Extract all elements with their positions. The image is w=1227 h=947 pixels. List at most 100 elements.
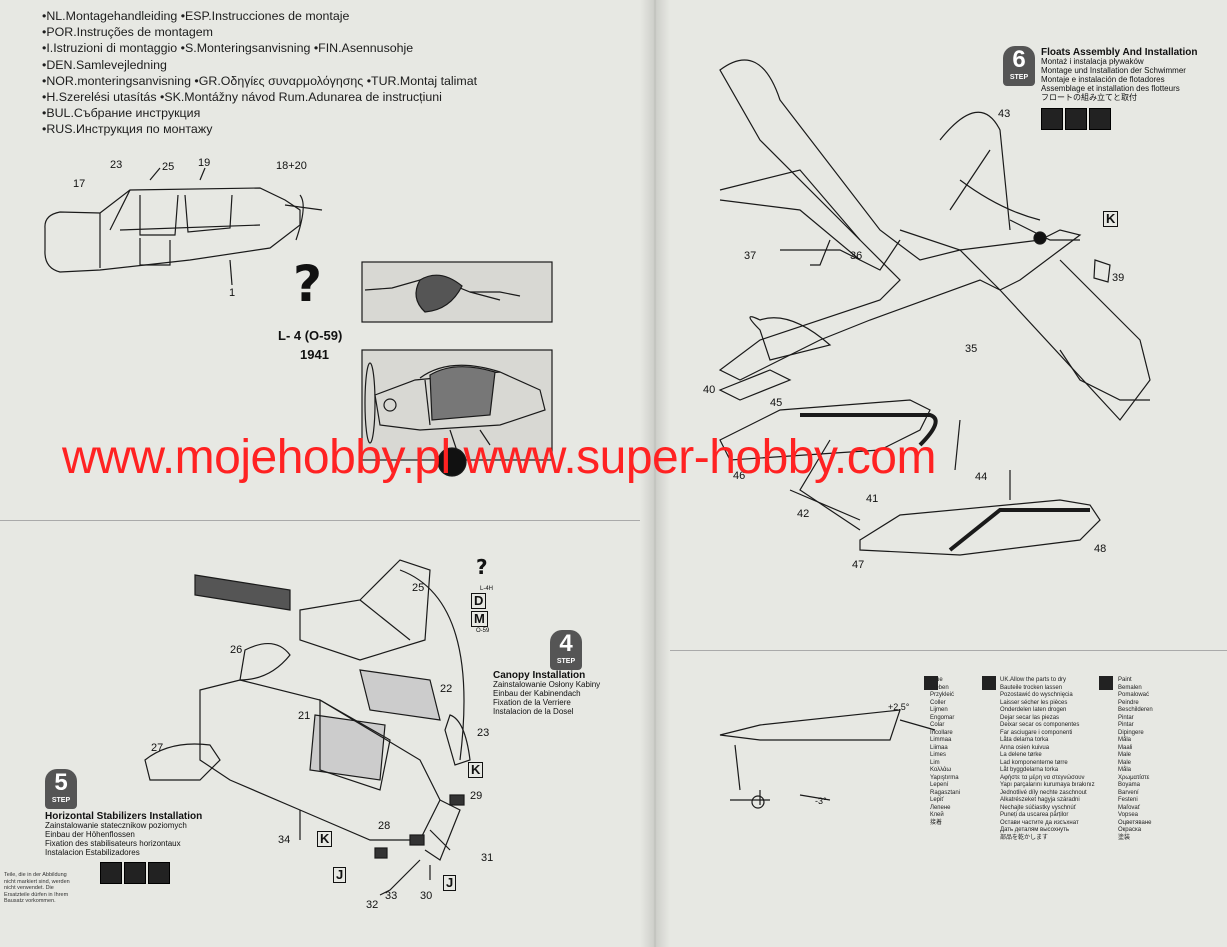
legend-text: Limes <box>930 752 947 758</box>
lang-nor: •NOR.monteringsanvisning <box>42 73 191 88</box>
part-label: 34 <box>278 834 291 846</box>
legend-text: Dipingere <box>1118 729 1144 736</box>
title-en: Canopy Installation <box>493 670 586 681</box>
legend-text: Vopsea <box>1118 812 1139 818</box>
legend-text: Лепене <box>930 804 951 811</box>
title-de: Einbau der Höhenflossen <box>45 830 135 839</box>
variant-label: L- 4 (O-59) <box>278 328 343 343</box>
legend-text: Yapı parçalarını kurumaya bırakınız <box>1000 782 1095 788</box>
legend-text: Puneți da uscarea părților <box>1000 812 1069 818</box>
divider-left <box>0 520 640 521</box>
part-label: 17 <box>73 178 86 190</box>
title-en: Floats Assembly And Installation <box>1041 47 1198 58</box>
part-label: 19 <box>198 157 211 169</box>
legend-text: Coller <box>930 699 946 706</box>
legend-text: Far asciugare i componenti <box>1000 729 1073 736</box>
legend-text: Maali <box>1118 744 1133 751</box>
legend-text: Yapıştırma <box>930 774 959 781</box>
fuselage-side-drawing <box>44 167 323 286</box>
title-pl: Zainstalowanie statecznikow poziomych <box>45 821 187 830</box>
part-label: 30 <box>420 890 433 902</box>
legend-text: Остави частите да изсъхнат <box>1000 819 1079 826</box>
step5-icons <box>100 862 170 884</box>
legend-glue: Glue Kleben Przykleić Coller Lijmen Engo… <box>930 677 960 827</box>
title-fr: Fixation de la Verriere <box>493 698 571 707</box>
part-label: 39 <box>1112 272 1125 284</box>
legend-text: Pintar <box>1118 714 1134 721</box>
step6-plane-drawing <box>718 59 1151 556</box>
legend-text: Boyama <box>1118 782 1141 788</box>
part-label: 33 <box>385 890 398 902</box>
decal-tag: K <box>468 762 484 778</box>
decal-tag: M <box>471 611 488 627</box>
lang-rum: Rum.Adunarea de instrucțiuni <box>278 90 442 105</box>
step6-badge: 6 STEP <box>1003 46 1035 86</box>
legend-text: Peindre <box>1118 699 1139 706</box>
step-number: 4 <box>559 630 573 657</box>
part-label: 21 <box>298 710 311 722</box>
part-label: 36 <box>850 250 863 262</box>
title-jp: フロートの組み立てと取付 <box>1041 93 1137 102</box>
title-fr: Assemblage et installation des flotteurs <box>1041 84 1180 93</box>
legend-text: Lepení <box>930 782 949 788</box>
variant-year: 1941 <box>300 347 329 362</box>
language-list: •NL.Montagehandleiding •ESP.Instruccione… <box>42 8 512 138</box>
part-label: 23 <box>110 159 123 171</box>
legend-text: Jednotlivé díly nechte zaschnout <box>1000 789 1087 796</box>
part-label: 28 <box>378 820 391 832</box>
page-fold <box>640 0 670 947</box>
question-mark: ? <box>293 255 323 313</box>
paint-icon <box>148 862 170 884</box>
legend-text: Дать деталям высохнуть <box>1000 827 1070 833</box>
legend-text: La delene tørke <box>1000 752 1042 758</box>
lang-sk: •SK.Montážny návod <box>159 90 276 105</box>
decal-tag: K <box>1103 211 1119 227</box>
legend-text: Laisser sécher les pièces <box>1000 699 1068 706</box>
lang-por: •POR.Instruções de montagem <box>42 25 214 40</box>
variant-views-drawing <box>361 261 553 477</box>
legend-text: Клей <box>930 812 944 818</box>
legend-text: Male <box>1118 752 1132 758</box>
step-word: STEP <box>51 797 71 804</box>
legend-text: Lijmen <box>930 707 948 713</box>
part-label: 43 <box>998 108 1011 120</box>
paint-icon <box>1089 108 1111 130</box>
title-es: Montaje e instalación de flotadores <box>1041 75 1165 84</box>
step-word: STEP <box>556 658 576 665</box>
legend-text: Lim <box>930 759 940 766</box>
step-number: 5 <box>54 769 68 796</box>
divider-right <box>670 650 1227 651</box>
part-label: 48 <box>1094 543 1107 555</box>
part-label: 45 <box>770 397 783 409</box>
legend-text: Bauteile trocken lassen <box>1000 684 1063 691</box>
part-label: 18+20 <box>276 160 307 172</box>
dry-icon <box>1065 108 1087 130</box>
legend-text: Engomar <box>930 714 955 721</box>
glue-icon <box>100 862 122 884</box>
dry-icon <box>124 862 146 884</box>
part-label: 32 <box>366 899 379 911</box>
title-pl: Zainstalowanie Osłony Kabiny <box>493 680 601 689</box>
step-word: STEP <box>1009 74 1029 81</box>
step45-plane-drawing <box>144 559 471 896</box>
legend-text: Nechajte súčiastky vyschnúť <box>1000 804 1076 811</box>
step-number: 6 <box>1012 46 1026 73</box>
decal-tag: K <box>317 831 333 847</box>
title-en: Horizontal Stabilizers Installation <box>45 811 203 822</box>
lang-rus: •RUS.Инструкция по монтажу <box>42 122 213 137</box>
legend-text: 部品を乾かします <box>1000 834 1049 841</box>
part-label: 25 <box>162 161 175 173</box>
dihedral-drawing <box>719 709 936 809</box>
part-label: 35 <box>965 343 978 355</box>
step6-title: Floats Assembly And Installation Montaż … <box>1041 47 1198 103</box>
glue-icon <box>1041 108 1063 130</box>
legend-text: Pozostawić do wyschnięcia <box>1000 692 1073 698</box>
legend-paint: Paint Bemalen Pomalować Peindre Beschild… <box>1118 677 1153 842</box>
variant-small-top: L-4H <box>480 586 494 592</box>
legend-text: Glue <box>930 677 943 683</box>
step4-badge: 4 STEP <box>550 630 582 670</box>
dihedral-angle: +2.5° <box>888 702 910 712</box>
decal-tag: J <box>443 875 457 891</box>
